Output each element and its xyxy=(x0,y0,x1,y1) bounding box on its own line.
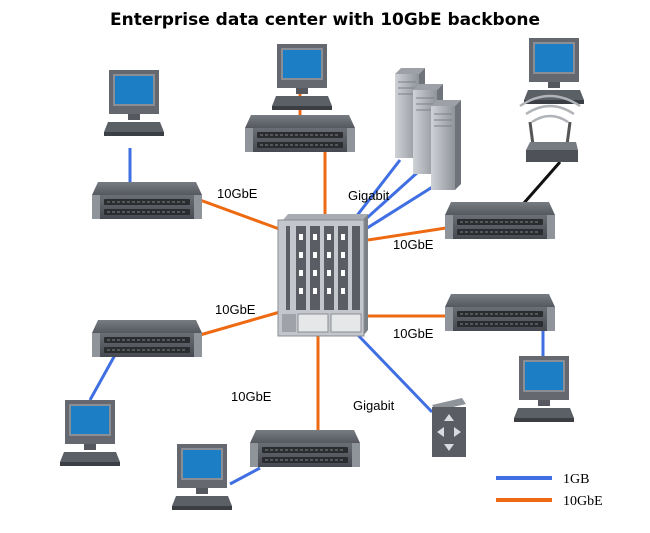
legend: 1GB 10GbE xyxy=(496,472,603,509)
label-bottom-10gbe: 10GbE xyxy=(231,389,272,404)
server-icon xyxy=(394,67,462,191)
pc-icon xyxy=(272,44,332,110)
link-right-upper-switch-to-wifi xyxy=(522,161,562,204)
wireless-router-icon xyxy=(519,94,581,162)
link-core-to-left-switch xyxy=(199,198,283,232)
switch-icon xyxy=(444,201,556,240)
core-switch-icon xyxy=(277,214,368,337)
label-left-10gbe: 10GbE xyxy=(217,186,258,201)
link-bottom-switch-to-pc xyxy=(229,466,261,486)
switch-icon xyxy=(444,293,556,332)
connections xyxy=(88,87,562,486)
label-right-upper-10gbe: 10GbE xyxy=(393,237,434,252)
label-router-gigabit: Gigabit xyxy=(353,398,395,413)
legend-label-1gb: 1GB xyxy=(563,472,589,487)
link-left-mid-switch-to-pc xyxy=(88,354,117,401)
diagram-title: Enterprise data center with 10GbE backbo… xyxy=(110,10,540,30)
pc-icon xyxy=(104,70,164,136)
legend-label-10gbe: 10GbE xyxy=(563,494,603,509)
link-core-to-right-upper-switch xyxy=(367,226,447,242)
switch-icon xyxy=(244,114,356,153)
label-right-lower-10gbe: 10GbE xyxy=(393,326,434,341)
link-core-to-server-1 xyxy=(350,159,402,223)
switch-icon xyxy=(91,319,203,358)
pc-icon xyxy=(60,400,120,466)
pc-icon xyxy=(172,444,232,510)
label-servers-gigabit: Gigabit xyxy=(348,188,390,203)
switch-icon xyxy=(91,181,203,220)
pc-icon xyxy=(524,38,584,104)
pc-icon xyxy=(514,356,574,422)
link-core-to-server-3 xyxy=(363,184,435,232)
link-core-to-left-mid-switch xyxy=(199,310,281,337)
link-core-to-router xyxy=(354,331,434,414)
switch-icon xyxy=(249,429,361,468)
label-left-mid-10gbe: 10GbE xyxy=(215,302,256,317)
router-icon xyxy=(432,398,466,457)
